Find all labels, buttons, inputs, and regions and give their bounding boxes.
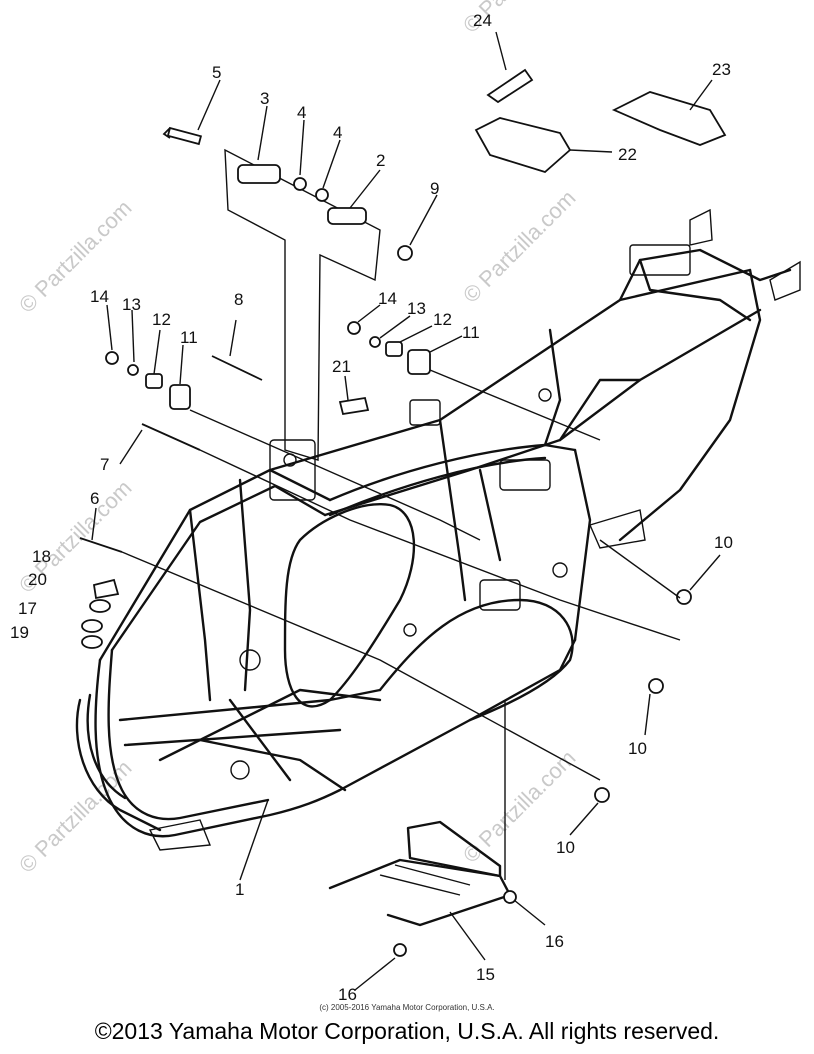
part-16 [393, 943, 407, 957]
part-2 [327, 207, 367, 225]
part-19 [81, 635, 103, 649]
part-10-nut [648, 678, 664, 694]
copyright-notice: ©2013 Yamaha Motor Corporation, U.S.A. A… [94, 1018, 720, 1044]
callout-12: 12 [433, 310, 452, 329]
part-12 [145, 373, 163, 389]
callout-10: 10 [628, 739, 647, 758]
callout-13: 13 [407, 299, 426, 318]
callout-7: 7 [100, 455, 109, 474]
parts-diagram: 24 23 22 5 3 4 4 2 9 14 13 12 11 8 14 13… [10, 11, 801, 1000]
part-18 [92, 578, 120, 600]
part-9-nut [397, 245, 413, 261]
callout-2: 2 [376, 151, 385, 170]
callout-15: 15 [476, 965, 495, 984]
callout-20: 20 [28, 570, 47, 589]
callout-10: 10 [556, 838, 575, 857]
callout-5: 5 [212, 63, 221, 82]
part-3 [237, 164, 281, 184]
callout-12: 12 [152, 310, 171, 329]
part-13 [369, 336, 381, 348]
callout-1: 1 [235, 880, 244, 899]
callout-4: 4 [297, 103, 306, 122]
callout-23: 23 [712, 60, 731, 79]
part-12 [385, 341, 403, 357]
callout-19: 19 [10, 623, 29, 642]
part-20 [89, 599, 111, 613]
part-15-plate [406, 820, 502, 878]
callout-11: 11 [180, 328, 198, 347]
part-10-nut [594, 787, 610, 803]
part-24-clip [486, 68, 534, 104]
part-15-plate [328, 858, 512, 927]
part-13 [127, 364, 139, 376]
callout-labels: 24 23 22 5 3 4 4 2 9 14 13 12 11 8 14 13… [10, 11, 733, 1000]
small-copyright: (c) 2005-2016 Yamaha Motor Corporation, … [319, 1003, 495, 1012]
part-17 [81, 619, 103, 633]
part-14 [347, 321, 361, 335]
part-4 [315, 188, 329, 202]
part-22-pad [474, 117, 572, 174]
part-16 [503, 890, 517, 904]
part-21 [338, 396, 370, 416]
leader-lines [91, 31, 721, 991]
callout-14: 14 [378, 289, 397, 308]
part-4 [293, 177, 307, 191]
frame-assembly [75, 208, 801, 851]
part-11 [407, 349, 431, 375]
callout-21: 21 [332, 357, 351, 376]
bracket-outline [224, 148, 381, 461]
callout-16: 16 [338, 985, 357, 1000]
callout-11: 11 [462, 323, 480, 342]
callout-8: 8 [234, 290, 243, 309]
callout-4: 4 [333, 123, 342, 142]
callout-10: 10 [714, 533, 733, 552]
callout-6: 6 [90, 489, 99, 508]
part-10-nut [676, 589, 692, 605]
part-23-bracket [611, 91, 727, 146]
callout-24: 24 [473, 11, 492, 30]
callout-9: 9 [430, 179, 439, 198]
callout-16: 16 [545, 932, 564, 951]
callout-13: 13 [122, 295, 141, 314]
callout-3: 3 [260, 89, 269, 108]
part-14 [105, 351, 119, 365]
callout-17: 17 [18, 599, 37, 618]
callout-22: 22 [618, 145, 637, 164]
callout-18: 18 [32, 547, 51, 566]
callout-14: 14 [90, 287, 109, 306]
part-11 [169, 384, 191, 410]
